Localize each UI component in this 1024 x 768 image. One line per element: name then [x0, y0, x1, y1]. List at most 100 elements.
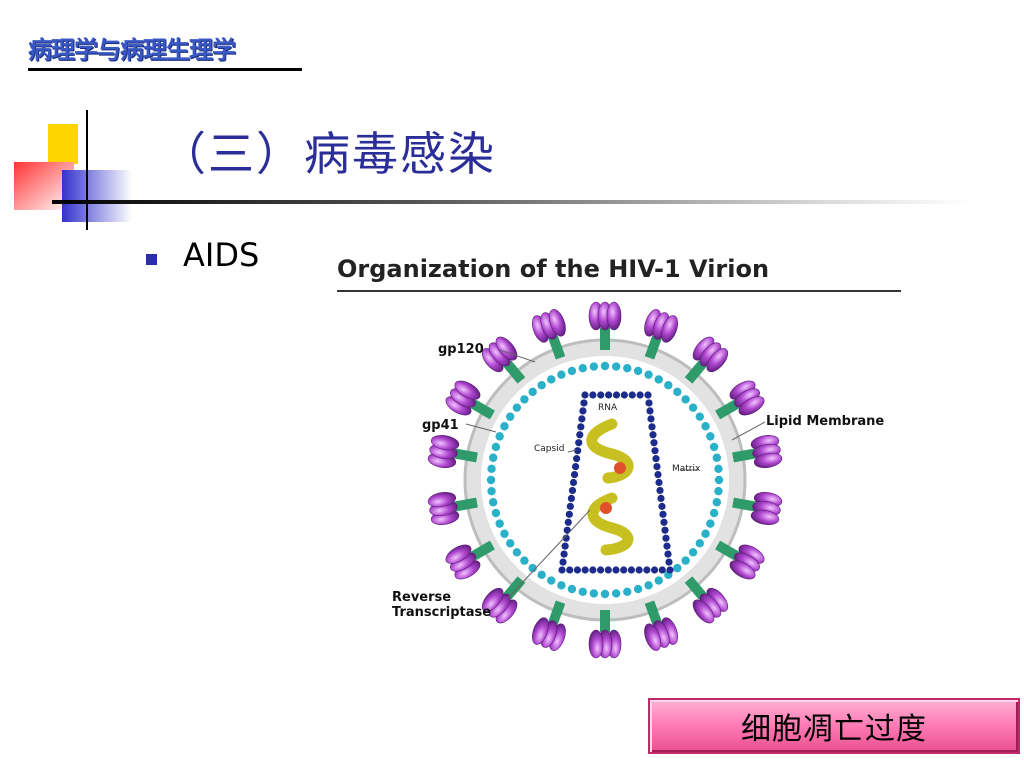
gp41-stem	[503, 360, 526, 384]
capsid-bead	[558, 566, 566, 574]
capsid-bead	[568, 486, 577, 495]
bullet-marker	[146, 254, 157, 265]
envelope-spike	[427, 435, 478, 468]
matrix-bead	[578, 363, 587, 373]
capsid-bead	[564, 518, 572, 526]
matrix-bead	[512, 403, 522, 412]
capsid-bead	[658, 502, 666, 510]
gp41-stem	[548, 335, 566, 360]
capsid-bead	[575, 439, 583, 447]
matrix-bead	[557, 370, 566, 379]
envelope-spike	[732, 492, 783, 525]
slide-title: （三）病毒感染	[160, 127, 496, 181]
capsid-bead	[661, 526, 669, 534]
capsid-bead	[576, 431, 584, 439]
matrix-bead	[681, 556, 690, 565]
deco-blue-square	[62, 170, 132, 222]
capsid-bead	[580, 399, 588, 407]
capsid-bead	[644, 391, 652, 399]
gp41-stem	[548, 600, 566, 625]
capsid-bead	[665, 558, 673, 566]
gp120-lobe	[706, 348, 729, 373]
gp41-stem	[684, 360, 707, 384]
capsid-bead	[658, 566, 666, 574]
matrix-bead	[600, 361, 610, 371]
capsid-bead	[666, 566, 674, 574]
capsid-bead	[579, 407, 587, 415]
capsid-bead	[651, 447, 659, 455]
leader-capsid	[567, 449, 577, 453]
leader-rt	[507, 509, 591, 599]
capsid-bead	[566, 502, 574, 510]
matrix-bead	[520, 556, 529, 565]
matrix-bead	[633, 584, 643, 594]
matrix-bead	[578, 587, 587, 597]
capsid-bead	[659, 510, 667, 518]
matrix-bead	[644, 581, 653, 590]
matrix-bead	[709, 508, 719, 518]
gp41-stem	[503, 576, 526, 600]
leader-gp120	[499, 349, 536, 363]
capsid-bead	[589, 566, 597, 574]
gp120-lobe	[430, 435, 460, 451]
capsid-bead	[647, 415, 655, 423]
capsid-bead	[560, 550, 568, 558]
capsid-bead	[561, 542, 569, 550]
capsid-bead	[653, 462, 661, 471]
gp120-lobe	[481, 587, 504, 612]
matrix-bead	[495, 432, 504, 441]
capsid-bead	[649, 431, 657, 439]
gp120-lobe	[606, 301, 622, 331]
matrix-bead	[520, 395, 529, 404]
title-divider	[52, 200, 972, 204]
capsid-bead	[652, 455, 660, 463]
matrix-bead	[491, 508, 501, 518]
capsid-bead	[643, 566, 651, 574]
gp41-stem	[644, 335, 662, 360]
label-gp120: gp120	[438, 342, 484, 357]
matrix-bead	[486, 475, 496, 485]
envelope-spike	[644, 600, 678, 651]
gp41-stem	[732, 497, 756, 512]
matrix-bead	[567, 366, 577, 376]
matrix-bead	[673, 563, 682, 573]
matrix-bead	[688, 403, 698, 412]
capsid-bead	[573, 455, 581, 463]
matrix-bead	[623, 587, 632, 597]
envelope-spike	[481, 336, 526, 384]
matrix-bead	[528, 563, 537, 573]
capsid-bead	[589, 391, 597, 399]
gp41-stem	[715, 399, 740, 420]
capsid-bead	[612, 391, 621, 399]
capsid-bead	[612, 566, 620, 574]
matrix-bead	[712, 453, 722, 462]
envelope-spike	[532, 600, 566, 651]
capsid-bead	[664, 550, 672, 558]
gp41-stem	[600, 328, 610, 350]
envelope-spike	[588, 301, 622, 350]
reverse-transcriptase-lower	[600, 502, 612, 514]
capsid-bead	[567, 494, 576, 503]
capsid-bead	[566, 566, 574, 574]
label-capsid: Capsid	[534, 444, 565, 454]
capsid-bead	[581, 391, 589, 399]
capsid-bead	[581, 566, 589, 574]
matrix-bead	[557, 581, 566, 590]
matrix-bead	[567, 584, 577, 594]
envelope-spike	[445, 540, 495, 580]
gp41-stem	[715, 540, 740, 561]
envelope-spike	[715, 540, 765, 580]
label-matrix: Matrix	[672, 464, 701, 474]
capsid-bead	[627, 566, 636, 574]
capsid-bead	[662, 534, 670, 542]
capsid-bead	[650, 566, 659, 574]
matrix-bead	[706, 519, 715, 528]
nav-button-apoptosis[interactable]: 细胞凋亡过度	[648, 698, 1020, 754]
capsid-bead	[635, 566, 643, 574]
envelope-spike	[427, 492, 478, 525]
envelope-spike	[445, 380, 495, 420]
envelope-spike	[481, 576, 526, 624]
gp41-stem	[600, 610, 610, 632]
matrix-bead	[487, 464, 496, 474]
figure-title-underline	[337, 290, 901, 292]
